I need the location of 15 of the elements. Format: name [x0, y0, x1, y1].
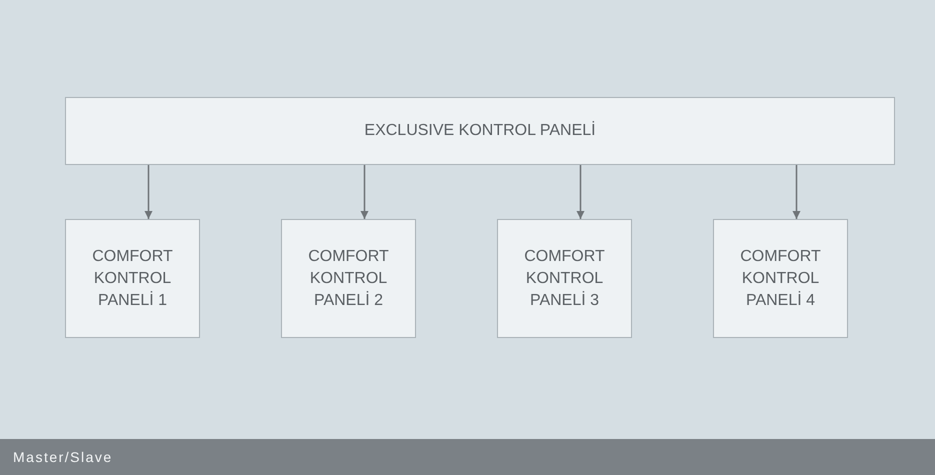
panel-label: COMFORT KONTROL PANELİ 3: [523, 246, 606, 310]
footer-label: Master/Slave: [13, 449, 113, 465]
slave-panel-box: [713, 219, 848, 338]
panel-label: COMFORT KONTROL PANELİ 4: [739, 246, 822, 310]
arrow: [360, 165, 368, 219]
arrow: [792, 165, 800, 219]
slave-panel-box: [281, 219, 416, 338]
panel-label: COMFORT KONTROL PANELİ 1: [91, 246, 174, 310]
arrow: [576, 165, 584, 219]
master-panel-box: [65, 97, 895, 165]
panel-label: COMFORT KONTROL PANELİ 2: [307, 246, 390, 310]
panel-label: EXCLUSIVE KONTROL PANELİ: [364, 120, 596, 141]
slave-panel-box: [497, 219, 632, 338]
slave-panel-box: [65, 219, 200, 338]
arrow: [144, 165, 152, 219]
